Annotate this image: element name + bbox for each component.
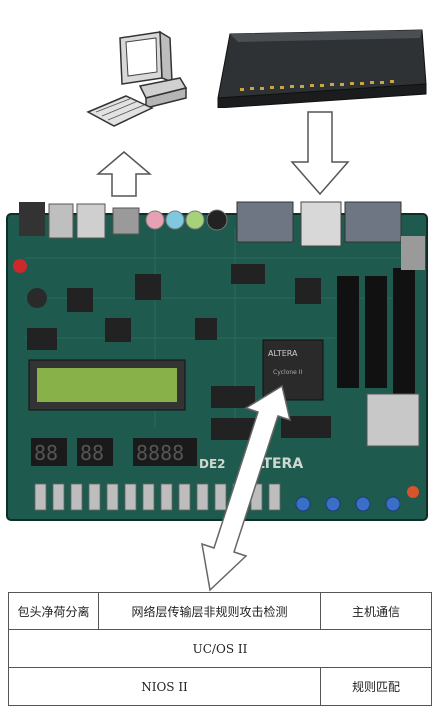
- attack-detection-cell: 网络层传输层非规则攻击检测: [99, 593, 321, 629]
- svg-text:88: 88: [80, 441, 104, 465]
- packet-payload-separation-cell: 包头净荷分离: [9, 593, 99, 629]
- svg-text:88: 88: [34, 441, 58, 465]
- chip-brand-label: ALTERA: [268, 349, 298, 358]
- stack-row-rtos: UC/OS II: [9, 630, 431, 668]
- host-communication-cell: 主机通信: [351, 604, 400, 619]
- chip-model-label: Cyclone II: [273, 369, 303, 376]
- arrow-bidirectional-icon: [196, 384, 296, 594]
- rule-matching-cell: 规则匹配: [351, 680, 400, 694]
- desktop-computer-icon: [82, 30, 192, 130]
- ucos-cell: UC/OS II: [192, 641, 248, 656]
- nios-cell: NIOS II: [9, 668, 321, 705]
- arrow-down-icon: [290, 110, 352, 196]
- network-switch-icon: [210, 28, 432, 109]
- stack-row-top: 包头净荷分离 网络层传输层非规则攻击检测 主机通信: [9, 593, 431, 630]
- software-stack-table: 包头净荷分离 网络层传输层非规则攻击检测 主机通信 UC/OS II NIOS …: [8, 592, 432, 706]
- svg-text:8888: 8888: [136, 441, 184, 465]
- board-label: DE2: [199, 457, 226, 471]
- stack-row-base: NIOS II 规则匹配: [9, 668, 431, 705]
- arrow-up-icon: [95, 150, 153, 198]
